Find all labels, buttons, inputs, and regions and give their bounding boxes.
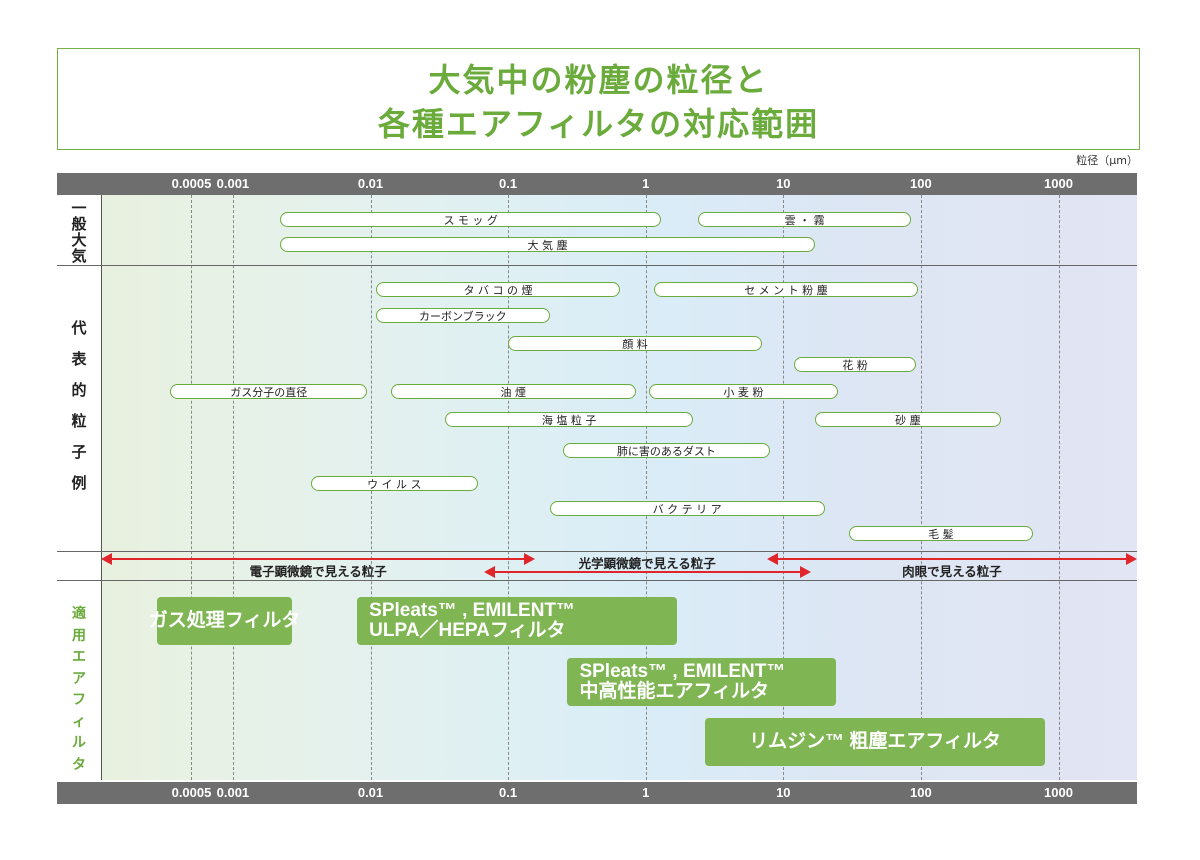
grid-line — [645, 195, 647, 780]
particle-range: 毛 髪 — [848, 526, 1033, 541]
filter-range: ガス処理フィルタ — [149, 597, 300, 645]
axis-top: 0.0005 0.001 0.01 0.1 1 10 100 1000 — [57, 173, 1137, 195]
tick-label: 0.0005 — [171, 785, 212, 800]
tick-label: 0.001 — [216, 176, 250, 191]
category-char: 表 — [71, 350, 87, 368]
category-char: 例 — [71, 474, 87, 492]
category-char: ル — [72, 735, 86, 751]
grid-line — [232, 195, 234, 780]
atmosphere-range: 大 気 塵 — [280, 237, 815, 252]
tick-label: 1000 — [1044, 176, 1073, 191]
grid-line — [191, 195, 193, 780]
unit-label: 粒径（μm） — [1076, 154, 1138, 167]
particle-range: 肺に害のあるダスト — [562, 443, 770, 458]
tick-label: 0.01 — [357, 785, 384, 800]
tick-label: 1 — [642, 176, 650, 191]
tick-label: 100 — [910, 785, 932, 800]
category-divider — [101, 195, 102, 780]
category-char: ィ — [72, 713, 86, 730]
tick-label: 0.01 — [357, 176, 384, 191]
particle-range: カーボンブラック — [376, 308, 550, 323]
filter-label: SPleats™ , EMILENT™ — [369, 600, 576, 621]
particle-range: ウ イ ル ス — [311, 476, 478, 491]
particle-range: ガス分子の直径 — [170, 384, 368, 399]
category-char: エ — [72, 649, 86, 665]
filter-label: 中高性能エアフィルタ — [579, 681, 770, 702]
grid-line — [920, 195, 922, 780]
particle-range: 海 塩 粒 子 — [445, 412, 693, 427]
filter-label: ULPA／HEPAフィルタ — [369, 620, 566, 641]
category-char: 般 — [71, 215, 87, 233]
filter-label: SPleats™ , EMILENT™ — [579, 661, 786, 682]
grid-line — [783, 195, 785, 780]
title-line-2: 各種エアフィルタの対応範囲 — [377, 105, 820, 143]
category-atmosphere: 一般大気 — [57, 200, 101, 264]
category-char: フ — [72, 692, 86, 708]
category-char: 的 — [71, 381, 87, 399]
grid-line — [508, 195, 510, 780]
tick-label: 10 — [776, 785, 791, 800]
category-char: 子 — [71, 443, 87, 461]
particle-range: 油 煙 — [390, 384, 636, 399]
category-char: タ — [72, 756, 86, 773]
particle-range: 花 粉 — [794, 357, 916, 372]
particle-range: 小 麦 粉 — [648, 384, 839, 399]
tick-label: 1000 — [1044, 785, 1073, 800]
scope-label: 電子顕微鏡で見える粒子 — [249, 564, 387, 579]
tick-label: 1 — [642, 785, 650, 800]
category-char: 代 — [71, 319, 87, 337]
filter-label: ガス処理フィルタ — [148, 610, 301, 631]
title-line-1: 大気中の粉塵の粒径と — [428, 61, 769, 99]
category-column — [57, 195, 101, 780]
separator-scopes — [57, 580, 1137, 581]
tick-label: 0.0005 — [171, 176, 212, 191]
particle-range: タ バ コ の 煙 — [376, 282, 620, 297]
grid-line — [1058, 195, 1060, 780]
category-filters: 適用エアフィルタ — [57, 604, 101, 776]
category-char: 適 — [72, 606, 86, 622]
category-char: 一 — [71, 199, 87, 217]
separator-particles — [57, 551, 1137, 552]
atmosphere-range: 雲 ・ 霧 — [698, 212, 912, 227]
category-char: ア — [72, 670, 86, 687]
scope-arrow — [483, 566, 811, 578]
category-char: 大 — [71, 231, 87, 249]
scope-label: 光学顕微鏡で見える粒子 — [578, 556, 716, 571]
particle-range: セ メ ン ト 粉 塵 — [654, 282, 918, 297]
tick-label: 10 — [776, 176, 791, 191]
filter-label: リムジン™ 粗塵エアフィルタ — [749, 731, 1002, 752]
category-particles: 代表的粒子例 — [57, 313, 101, 499]
category-char: 気 — [71, 247, 87, 265]
tick-label: 0.1 — [499, 176, 518, 191]
particle-range: 顔 料 — [508, 336, 762, 351]
tick-label: 0.001 — [216, 785, 250, 800]
particle-range: バ ク テ リ ア — [549, 501, 825, 516]
scope-label: 肉眼で見える粒子 — [902, 564, 1002, 579]
tick-label: 0.1 — [499, 785, 518, 800]
filter-range: リムジン™ 粗塵エアフィルタ — [705, 718, 1046, 766]
atmosphere-range: ス モ ッ グ — [280, 212, 662, 227]
title-box: 大気中の粉塵の粒径と 各種エアフィルタの対応範囲 — [57, 48, 1140, 150]
scope-arrow — [766, 553, 1138, 565]
separator-atmosphere — [57, 265, 1137, 266]
scope-arrow — [100, 553, 536, 565]
axis-bottom: 0.0005 0.001 0.01 0.1 1 10 100 1000 — [57, 782, 1137, 804]
tick-label: 100 — [910, 176, 932, 191]
category-char: 用 — [72, 627, 86, 644]
category-char: 粒 — [71, 412, 87, 430]
particle-range: 砂 塵 — [815, 412, 1001, 427]
